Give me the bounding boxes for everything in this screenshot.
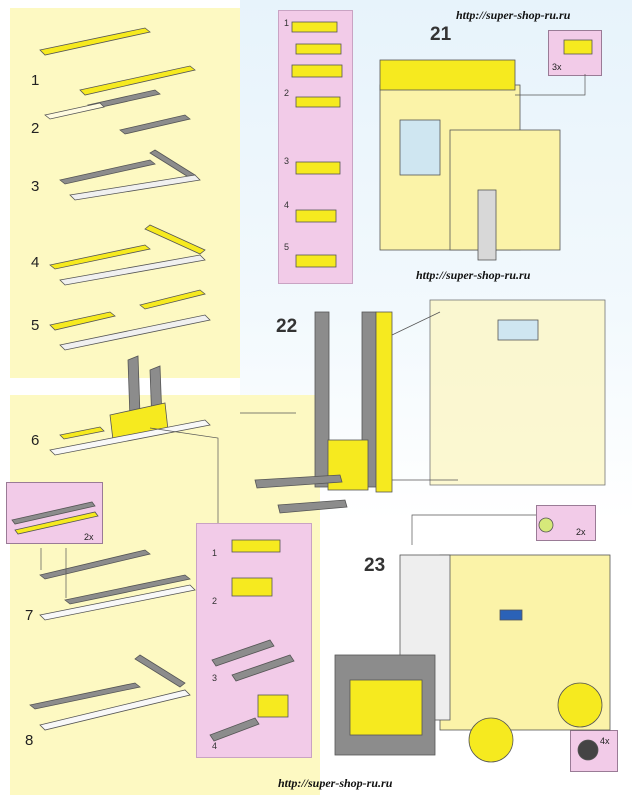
frame-ghost xyxy=(59,254,206,286)
step-number-8: 8 xyxy=(25,732,34,749)
frame-ghost xyxy=(49,419,211,456)
plate-yellow xyxy=(14,511,99,535)
leader-line xyxy=(411,514,536,545)
pillar-gray xyxy=(477,189,497,261)
cage-inner xyxy=(349,679,423,736)
fork-gray xyxy=(254,474,343,489)
substep-21-3: 3 xyxy=(284,156,290,166)
leader-line xyxy=(391,311,441,336)
step-number-7: 7 xyxy=(25,607,34,624)
frame-yellow xyxy=(49,311,116,331)
step-number-2: 2 xyxy=(31,120,40,137)
substep-fork-1: 1 xyxy=(212,548,218,558)
url-bottom[interactable]: http://super-shop-ru.ru xyxy=(278,776,393,790)
step-number-6: 6 xyxy=(31,432,40,449)
step-number-22: 22 xyxy=(276,316,298,337)
substep-21-4: 4 xyxy=(284,200,290,210)
step-number-23: 23 xyxy=(364,555,386,576)
plate-gray xyxy=(11,501,96,525)
brick-yellow xyxy=(231,577,273,597)
frame-yellow xyxy=(139,289,206,310)
frame-gray xyxy=(59,159,156,185)
substeps-box-21 xyxy=(278,10,353,284)
frame-yellow xyxy=(49,244,151,270)
plate-yellow xyxy=(59,426,105,440)
frame-ghost xyxy=(39,689,191,731)
substep-fork-2: 2 xyxy=(212,596,218,606)
mast-yellow xyxy=(375,311,393,493)
plate-gray xyxy=(39,549,151,580)
brick-yellow xyxy=(295,96,341,108)
roof-yellow xyxy=(379,59,516,91)
leader-line xyxy=(149,427,219,523)
qty-step21: 3x xyxy=(552,62,562,72)
url-middle[interactable]: http://super-shop-ru.ru xyxy=(416,268,531,282)
brick-yellow xyxy=(257,694,289,718)
plate-gray xyxy=(119,114,191,135)
qty-step23-tires: 4x xyxy=(600,736,610,746)
substep-fork-3: 3 xyxy=(212,673,218,683)
step-number-1: 1 xyxy=(31,72,40,89)
qty-step7: 2x xyxy=(84,532,94,542)
url-top[interactable]: http://super-shop-ru.ru xyxy=(456,8,571,22)
fork-gray xyxy=(277,499,348,514)
step-number-5: 5 xyxy=(31,317,40,334)
brick-yellow xyxy=(295,161,341,175)
plate-yellow xyxy=(39,27,151,56)
frame-ghost xyxy=(39,584,196,621)
substep-21-1: 1 xyxy=(284,18,290,28)
callout-wheel xyxy=(577,739,599,761)
frame-yellow xyxy=(144,224,206,255)
wheel xyxy=(557,682,603,728)
driver-hat xyxy=(499,609,523,621)
wheel xyxy=(468,717,514,763)
fork-gray xyxy=(211,639,275,667)
substep-fork-4: 4 xyxy=(212,741,218,751)
plate-gray xyxy=(134,654,186,688)
substep-21-2: 2 xyxy=(284,88,290,98)
callout-brick xyxy=(563,39,593,55)
plate-yellow xyxy=(79,65,196,96)
window-ghost xyxy=(497,319,539,341)
step-number-4: 4 xyxy=(31,254,40,271)
plate-gray xyxy=(29,682,141,710)
step-number-21: 21 xyxy=(430,24,452,45)
qty-step23-wheels: 2x xyxy=(576,527,586,537)
plate-ghost xyxy=(44,102,105,120)
fork-gray xyxy=(231,654,295,682)
substep-21-5: 5 xyxy=(284,242,290,252)
plate-gray xyxy=(64,574,191,605)
brick-yellow xyxy=(291,64,343,78)
callout-step7 xyxy=(6,482,103,544)
callout-knob xyxy=(538,517,554,533)
mast-gray xyxy=(314,311,330,488)
frame-ghost xyxy=(69,174,201,201)
brick-yellow xyxy=(295,43,342,55)
brick-yellow xyxy=(291,21,338,33)
brick-yellow xyxy=(231,539,281,553)
frame-gray xyxy=(149,149,196,179)
window xyxy=(399,119,441,176)
step-number-3: 3 xyxy=(31,178,40,195)
brick-yellow xyxy=(295,254,337,268)
brick-yellow xyxy=(295,209,337,223)
body-yellow xyxy=(449,129,561,251)
leader-line xyxy=(515,74,586,96)
frame-ghost xyxy=(59,314,211,351)
fork-gray xyxy=(209,717,260,742)
